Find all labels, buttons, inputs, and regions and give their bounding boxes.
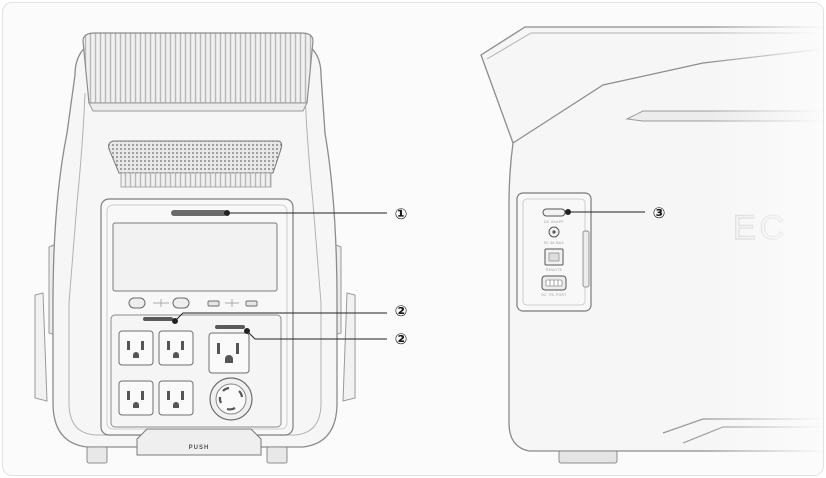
ac-button[interactable] [172,297,190,309]
ac-outlet[interactable] [118,330,154,366]
right-bumper [342,292,356,402]
push-label: PUSH [189,445,210,451]
port-label-5v: 5V 3A MAX [544,241,564,245]
vent-slats [120,172,272,188]
ac-indicator-right [215,325,245,329]
twist-lock-outlet[interactable] [209,377,253,421]
callout-3: ③ [653,204,666,222]
port-label-remote: REMOTE [546,268,563,272]
side-view: EC DC IN/APP 5V 3A MAX REMOTE [480,3,823,475]
top-heatsink [82,32,314,104]
vent-grille [108,140,283,174]
callout-leader [174,312,387,322]
heatsink-lip [88,102,308,112]
power-button[interactable] [128,297,146,309]
side-panel-edge [582,230,590,288]
foot-left [86,446,108,464]
callout-leader [246,330,387,340]
outlet-group [118,330,253,421]
usb-port-2[interactable] [245,300,258,307]
front-view: PUSH [34,32,356,464]
dc-tri-port[interactable] [541,275,567,291]
side-ports: DC IN/APP 5V 3A MAX REMOTE DC TRI-PORT [541,208,567,297]
port-label-tri: DC TRI-PORT [541,293,566,297]
usb-port-1[interactable] [207,300,220,307]
ac-outlet[interactable] [158,330,194,366]
indicator-light-bar [171,210,227,216]
display-screen [112,222,278,292]
ac-outlet[interactable] [158,380,194,416]
usb-c-port[interactable] [542,208,566,217]
ac-indicator-left [143,317,173,321]
ac-outlet[interactable] [118,380,154,416]
callout-2a: ② [395,302,408,320]
foot-right [266,446,288,464]
left-bumper [34,292,48,402]
callout-2b: ② [395,330,408,348]
callout-1: ① [395,205,408,223]
callouts: ① ② ② ③ [172,204,665,348]
ethernet-port[interactable] [544,248,564,266]
ac-outlet-30a[interactable] [208,332,250,374]
push-latch[interactable] [136,428,262,456]
product-diagram: PUSH EC DC IN/APP 5V 3A MAX REMOTE [34,3,823,475]
button-row [128,297,258,309]
port-label-dc-in: DC IN/APP [544,220,564,224]
